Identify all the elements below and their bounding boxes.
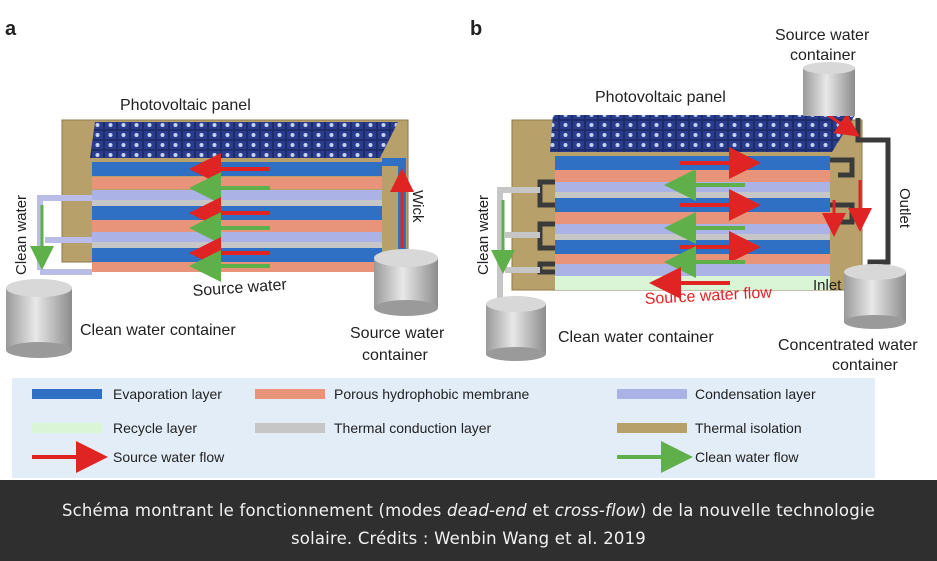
panel-a-source-container-label-2: container: [362, 347, 428, 364]
panel-b: b Photovoltaic panel: [470, 18, 918, 374]
legend-item-label: Source water flow: [113, 449, 225, 465]
legend-item-label: Porous hydrophobic membrane: [334, 386, 530, 402]
source-water-container-a: [374, 249, 438, 316]
panel-a: a Photovoltaic panel: [5, 18, 445, 364]
legend: Evaporation layer Porous hydrophobic mem…: [12, 378, 875, 478]
legend-item-label: Clean water flow: [695, 449, 799, 465]
panel-a-letter: a: [5, 18, 17, 40]
panel-b-conc-container-label-1: Concentrated water: [778, 337, 918, 354]
flow-arrows-a: [189, 153, 270, 282]
caption-bar: Schéma montrant le fonctionnement (modes…: [0, 480, 937, 561]
pv-panel-b: [550, 115, 855, 152]
clean-water-container-b: [486, 296, 546, 361]
layer-stack-a: [92, 162, 382, 272]
panel-b-conc-container-label-2: container: [832, 357, 898, 374]
panel-b-pv-label: Photovoltaic panel: [595, 89, 726, 106]
panel-b-source-flow-label: Source water flow: [644, 284, 772, 308]
top-source-container-b: [803, 62, 855, 116]
legend-item-label: Evaporation layer: [113, 386, 222, 402]
panel-a-source-water-label: Source water: [192, 276, 288, 300]
caption-text-2: et: [526, 501, 555, 520]
panel-b-inlet-label: Inlet: [813, 277, 842, 294]
panel-b-clean-container-label: Clean water container: [558, 329, 714, 346]
top-arrow-b: [827, 113, 860, 137]
caption-mode-cross-flow: cross-flow: [554, 501, 640, 520]
panel-b-clean-water-label: Clean water: [475, 195, 492, 275]
legend-item-label: Thermal isolation: [695, 420, 802, 436]
legend-item-label: Condensation layer: [695, 386, 816, 402]
layer-stack-b: [555, 156, 830, 290]
pv-panel-a: [90, 122, 398, 158]
panel-a-wick-label: Wick: [409, 190, 426, 223]
panel-b-top-container-label-1: Source water: [775, 27, 870, 44]
panel-b-top-container-label-2: container: [790, 47, 856, 64]
panel-a-source-container-label-1: Source water: [350, 325, 445, 342]
caption-mode-dead-end: dead-end: [446, 501, 527, 520]
panel-b-letter: b: [470, 18, 482, 40]
concentrated-water-container-b: [844, 264, 906, 329]
panel-a-clean-water-label: Clean water: [13, 195, 30, 275]
legend-item-label: Thermal conduction layer: [334, 420, 492, 436]
panel-a-clean-container-label: Clean water container: [80, 322, 236, 339]
solar-distillation-figure: a Photovoltaic panel: [5, 18, 918, 478]
legend-item-label: Recycle layer: [113, 420, 197, 436]
caption-text-1: Schéma montrant le fonctionnement (modes: [61, 501, 447, 520]
legend-box: [12, 378, 875, 478]
panel-b-outlet-label: Outlet: [896, 188, 913, 229]
caption-text-3: ) de la nouvelle technologie solaire. Cr…: [290, 501, 876, 548]
clean-water-container-a: [6, 279, 72, 358]
panel-a-pv-label: Photovoltaic panel: [120, 97, 251, 114]
flow-arrows-b: [649, 147, 761, 299]
